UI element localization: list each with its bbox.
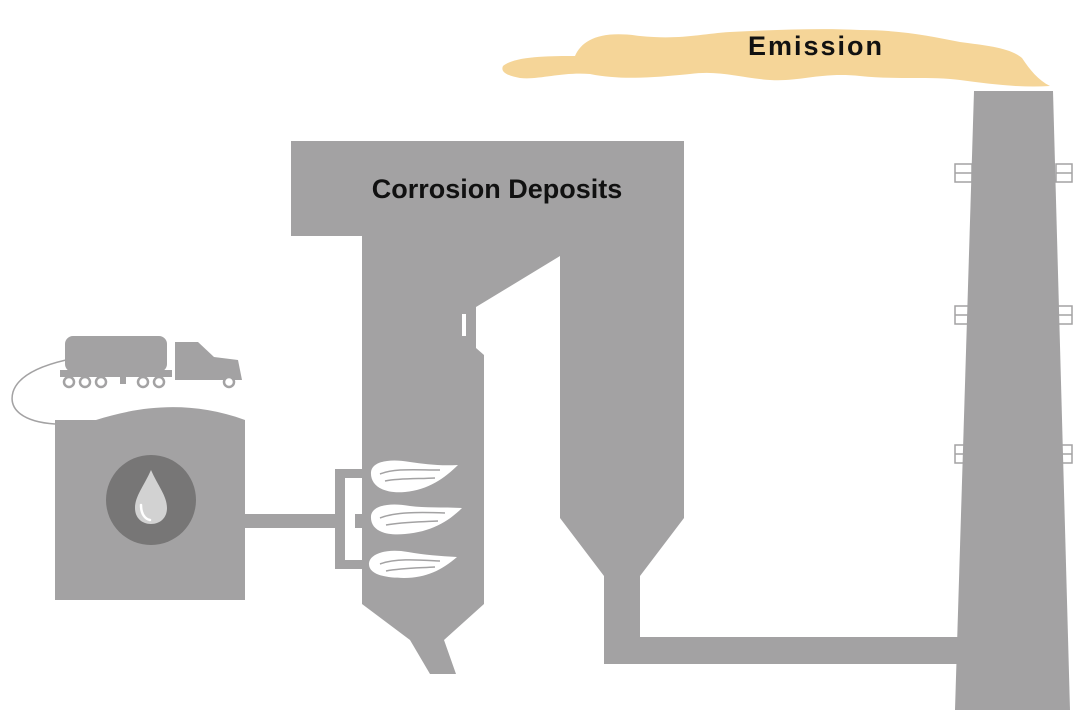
- boiler-notch: [462, 314, 466, 336]
- burner-manifold: [335, 469, 367, 569]
- flame-streaks: [379, 468, 446, 572]
- emission-label: Emission: [748, 31, 884, 61]
- chimney-stack: [955, 91, 1070, 710]
- oil-droplet-icon: [135, 470, 167, 524]
- fuel-pipe: [245, 514, 337, 528]
- boiler-furnace: [291, 141, 684, 674]
- burner-flame-icon: [368, 460, 462, 578]
- droplet-highlight: [139, 503, 152, 522]
- hopper-column: [560, 236, 958, 664]
- chimney-platforms: [954, 163, 1073, 464]
- fuel-hose: [11, 359, 67, 425]
- fuel-tanker-truck-icon: [60, 336, 242, 389]
- corrosion-deposits-label: Corrosion Deposits: [372, 174, 623, 204]
- emission-plume: [502, 29, 1051, 87]
